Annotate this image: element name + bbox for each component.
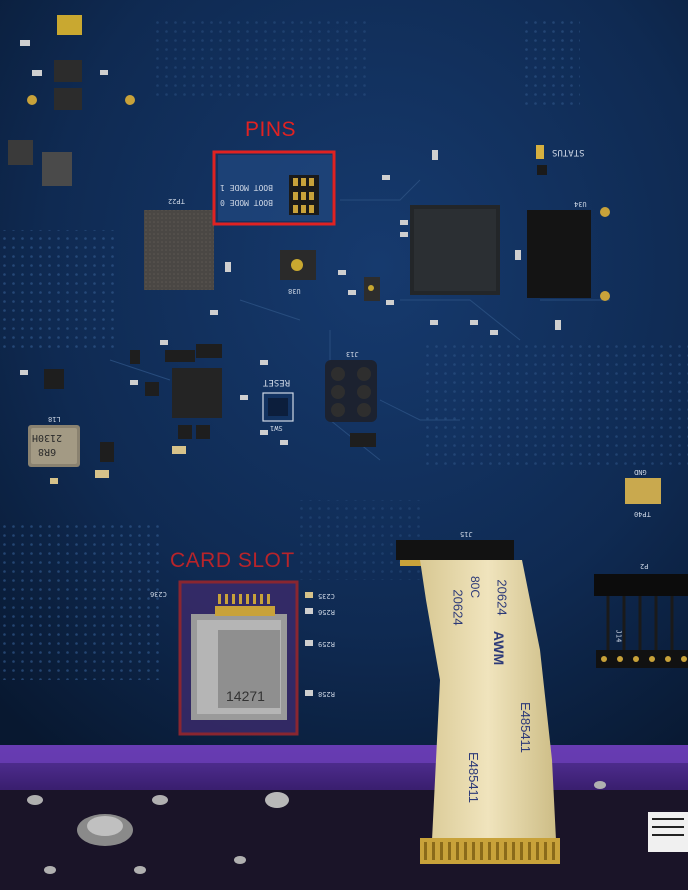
standoffs bbox=[27, 781, 606, 874]
card-slot-label: CARD SLOT bbox=[170, 549, 295, 572]
inductor-l18 bbox=[28, 425, 80, 467]
top-left-components bbox=[8, 15, 135, 186]
ribbon-text-5: 20624 bbox=[494, 579, 510, 616]
silk-r258: R258 bbox=[318, 690, 335, 698]
microsd-slot bbox=[180, 583, 296, 733]
power-cluster bbox=[44, 344, 222, 484]
via-field bbox=[150, 20, 370, 100]
silk-tp22: TP22 bbox=[168, 197, 185, 205]
silk-u34: U34 bbox=[574, 200, 587, 208]
silk-boot-mode-0: BOOT MODE 0 bbox=[220, 198, 273, 207]
inductor-marking-2: 2130H bbox=[32, 432, 63, 443]
silk-gnd: GND bbox=[634, 468, 647, 476]
via-field bbox=[420, 340, 688, 470]
ribbon-text-4: 80C bbox=[468, 575, 483, 599]
silk-r256: R256 bbox=[318, 608, 335, 616]
silk-j15: J15 bbox=[460, 530, 473, 538]
silk-c236: C236 bbox=[150, 590, 167, 598]
ribbon-cable bbox=[420, 560, 560, 864]
boot-header bbox=[218, 155, 332, 221]
traces bbox=[109, 179, 610, 461]
silk-c235: C235 bbox=[318, 592, 335, 600]
silk-r259: R259 bbox=[318, 640, 335, 648]
silk-l18: L18 bbox=[48, 415, 61, 423]
card-slot-highlight-box bbox=[178, 580, 299, 736]
reset-switch bbox=[262, 392, 294, 422]
silk-status: STATUS bbox=[552, 147, 585, 157]
silk-j13: J13 bbox=[346, 350, 359, 358]
via-field bbox=[520, 20, 580, 110]
silk-sw1: SW1 bbox=[270, 424, 283, 432]
silk-boot-mode-1: BOOT MODE 1 bbox=[220, 183, 273, 192]
ribbon-text-1: 20624 bbox=[450, 589, 466, 626]
via-field bbox=[0, 520, 160, 680]
ribbon-text-2: AWM bbox=[491, 630, 508, 666]
card-slot-marking: 14271 bbox=[226, 688, 265, 704]
soc-chip bbox=[410, 205, 500, 295]
ribbon-text-6: E485411 bbox=[466, 751, 482, 804]
via-field bbox=[0, 230, 120, 350]
passives bbox=[20, 150, 561, 445]
memory-chip-left bbox=[144, 210, 214, 290]
silk-p2: P2 bbox=[640, 562, 649, 570]
silk-j14: J14 bbox=[614, 629, 623, 643]
dram-chip bbox=[527, 210, 591, 298]
pins-highlight-box bbox=[212, 150, 336, 226]
inductor-marking: 6R8 bbox=[38, 446, 57, 457]
gnd-pad bbox=[625, 478, 661, 504]
p2-header bbox=[594, 574, 688, 668]
silk-reset: RESET bbox=[263, 377, 291, 387]
status-led bbox=[536, 145, 544, 159]
ribbon-text-3: E485411 bbox=[518, 701, 534, 754]
silk-tp40: TP40 bbox=[634, 510, 651, 518]
j15-connector bbox=[396, 540, 514, 560]
silk-u38: U38 bbox=[288, 287, 301, 295]
pins-label: PINS bbox=[245, 118, 297, 141]
j13-connector bbox=[325, 360, 377, 447]
